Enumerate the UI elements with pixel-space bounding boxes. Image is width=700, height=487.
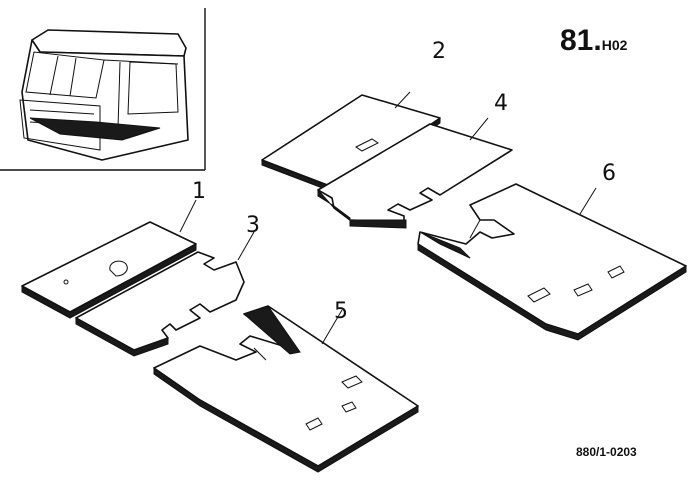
page-ref-main: 81. bbox=[560, 24, 602, 57]
part-label-6: 6 bbox=[602, 161, 616, 186]
floor-mat-part-3 bbox=[75, 231, 255, 357]
truck-cab-icon bbox=[19, 29, 189, 161]
part-label-5: 5 bbox=[334, 299, 348, 324]
part-label-4: 4 bbox=[494, 91, 508, 116]
page-ref-sub: H02 bbox=[602, 37, 628, 53]
floor-mat-part-2 bbox=[261, 91, 441, 195]
part-label-2: 2 bbox=[432, 39, 446, 64]
page-ref: 81.H02 bbox=[560, 24, 628, 57]
floor-mat-part-6 bbox=[417, 183, 687, 341]
floor-mat-part-5 bbox=[153, 305, 419, 473]
cab-inset bbox=[0, 8, 206, 171]
floor-mat-part-4 bbox=[317, 117, 513, 229]
part-label-3: 3 bbox=[246, 213, 260, 238]
part-label-1: 1 bbox=[192, 179, 206, 204]
drawing-number: 880/1-0203 bbox=[576, 445, 637, 459]
floor-mat-part-1 bbox=[21, 199, 197, 319]
